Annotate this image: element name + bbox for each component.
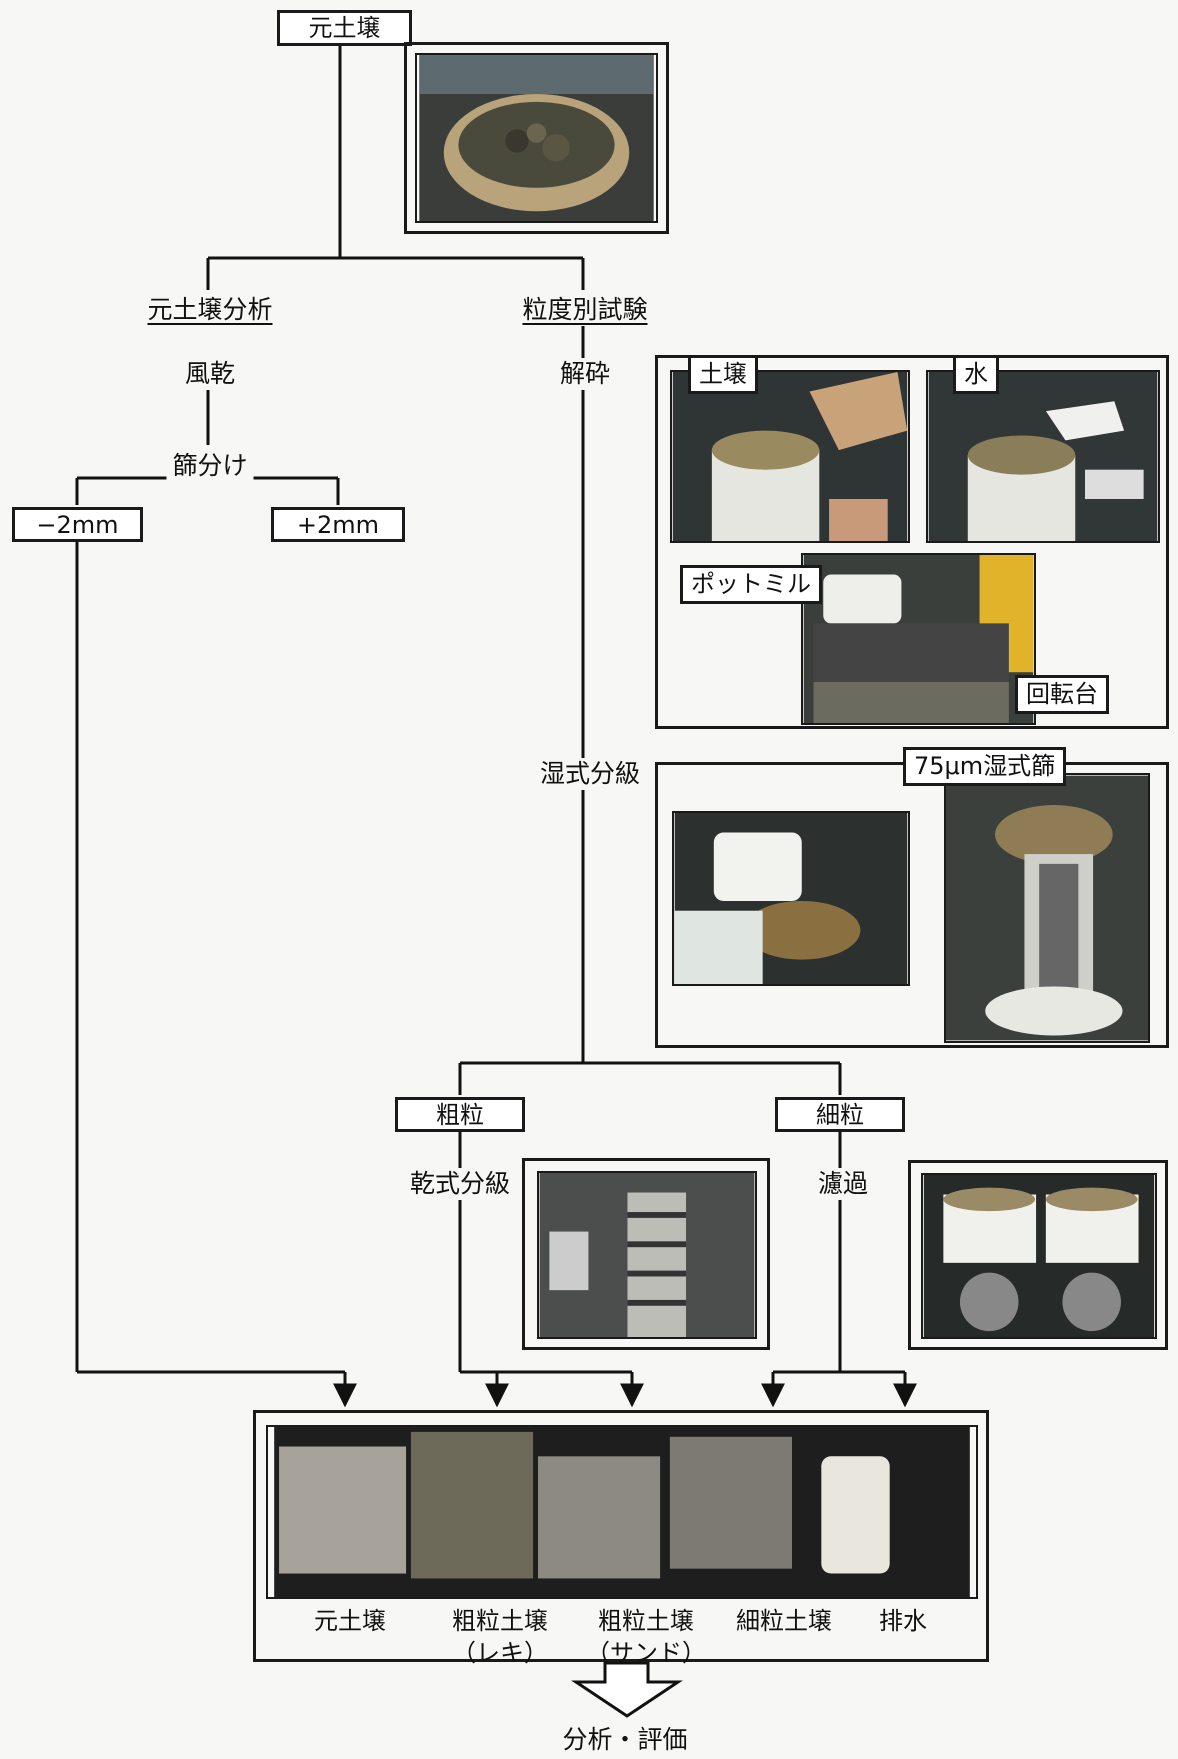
pot-mill-photo <box>801 553 1036 725</box>
wet-sieve-pour-photo <box>672 811 910 986</box>
original-soil-box: 元土壌 <box>277 10 412 46</box>
original-soil-photo <box>415 53 658 223</box>
product-wastewater: 排水 <box>879 1605 927 1637</box>
final-arrow <box>576 1663 678 1716</box>
product-fine-soil: 細粒土壌 <box>736 1605 832 1637</box>
wet-classification-label: 湿式分級 <box>534 758 646 790</box>
original-soil-analysis-label: 元土壌分析 <box>141 294 278 326</box>
photo-frame-filtration <box>908 1160 1168 1350</box>
tag-water: 水 <box>953 355 999 394</box>
analysis-evaluation-label: 分析・評価 <box>562 1720 687 1756</box>
filtration-label: 濾過 <box>812 1168 874 1200</box>
products-frame: 元土壌 粗粒土壌（レキ） 粗粒土壌（サンド） 細粒土壌 排水 <box>253 1410 989 1662</box>
coarse-box: 粗粒 <box>395 1097 525 1132</box>
plus-2mm-box: +2mm <box>271 507 405 542</box>
water-loading-photo <box>926 370 1160 543</box>
sieving-label: 篩分け <box>166 450 253 482</box>
wet-sieve-column-photo <box>944 773 1150 1043</box>
product-original-soil: 元土壌 <box>314 1605 386 1637</box>
soil-loading-photo <box>670 370 910 543</box>
photo-frame-wet-sieve: 75μm湿式篩 <box>655 762 1169 1048</box>
tag-pot-mill: ポットミル <box>680 565 822 604</box>
photo-frame-crushing: 土壌 水 ポットミル 回転台 <box>655 355 1169 729</box>
dry-sieve-shaker-photo <box>537 1171 757 1339</box>
product-coarse-gravel: 粗粒土壌（レキ） <box>452 1605 548 1670</box>
air-drying-label: 風乾 <box>179 358 241 390</box>
tag-turntable: 回転台 <box>1015 675 1109 714</box>
photo-frame-dry-sieve <box>522 1158 770 1350</box>
fine-box: 細粒 <box>775 1097 905 1132</box>
photo-frame-original-soil <box>404 42 669 234</box>
product-coarse-sand: 粗粒土壌（サンド） <box>586 1605 706 1670</box>
tag-soil: 土壌 <box>688 355 758 394</box>
products-photo <box>266 1425 978 1599</box>
tag-wet-sieve: 75μm湿式篩 <box>903 747 1066 786</box>
crushing-label: 解砕 <box>554 358 616 390</box>
dry-classification-label: 乾式分級 <box>404 1168 516 1200</box>
particle-size-test-label: 粒度別試験 <box>516 294 653 326</box>
minus-2mm-box: −2mm <box>12 507 143 542</box>
filtration-photo <box>921 1173 1157 1339</box>
